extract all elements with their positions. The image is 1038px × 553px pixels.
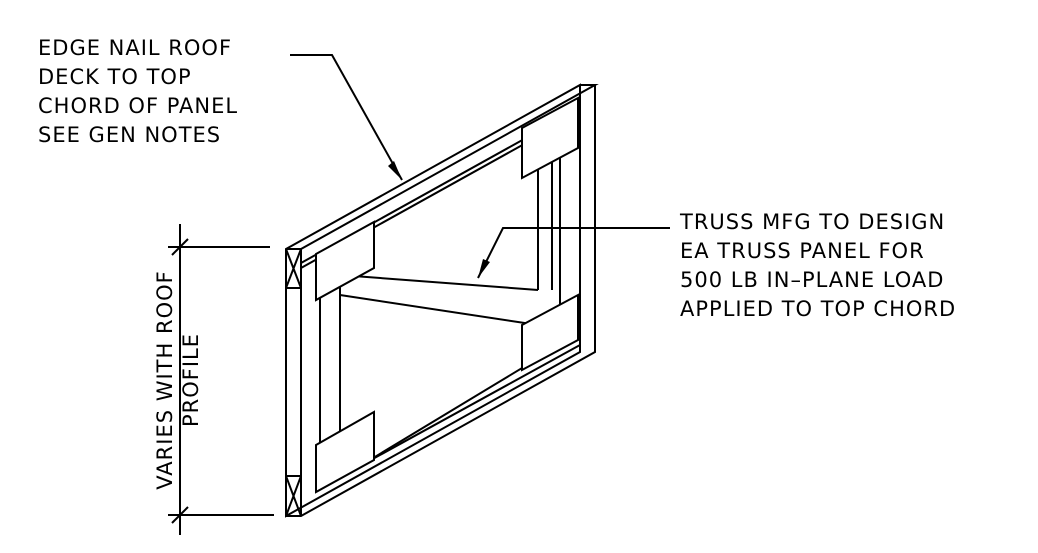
gusset-plate-top-left [315,220,375,302]
end-block-top [285,248,302,289]
dimension-line-2: PROFILE [179,332,203,428]
note-line: EDGE NAIL ROOF [38,36,233,60]
web-members [339,145,553,326]
note-line: APPLIED TO TOP CHORD [680,297,957,321]
note-line: EA TRUSS PANEL FOR [680,239,925,263]
gusset-plate-top-right [521,96,579,180]
note-line: CHORD OF PANEL [38,94,239,118]
gusset-plate-mid-right [521,293,579,372]
truss-mfg-note: TRUSS MFG TO DESIGN EA TRUSS PANEL FOR 5… [680,208,956,324]
note-line: TRUSS MFG TO DESIGN [680,210,946,234]
arrowhead-truss-mfg [478,259,490,278]
dimension-line-1: VARIES WITH ROOF [153,270,177,490]
note-line: 500 LB IN–PLANE LOAD [680,268,945,292]
leader-edge-nail [290,54,403,181]
gusset-plate-bottom-left [315,410,375,494]
dimension-lines [168,224,274,535]
arrowhead-edge-nail [388,161,402,180]
edge-nail-note: EDGE NAIL ROOF DECK TO TOP CHORD OF PANE… [38,34,238,150]
end-block-bottom [285,475,302,517]
note-line: SEE GEN NOTES [38,123,222,147]
note-line: DECK TO TOP [38,65,192,89]
